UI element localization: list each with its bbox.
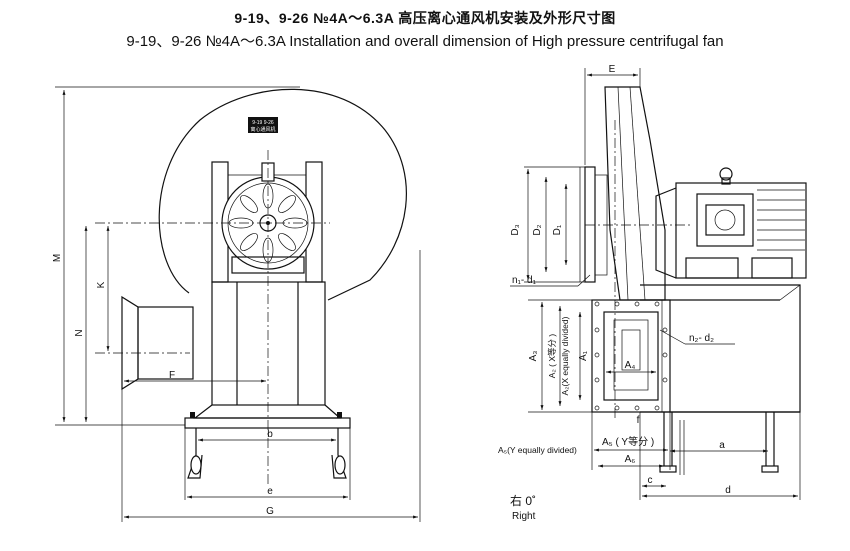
inlet-flange <box>584 166 596 283</box>
volute-casing <box>158 88 407 301</box>
motor-fins <box>757 189 805 251</box>
dim-D2: D₂ <box>532 224 543 235</box>
side-view: E D₃ D₂ D₁ n₁- d₁ n₂- d₂ A₃ A₂ ( X等分 ) A… <box>498 64 807 522</box>
motor-eyebolt <box>719 167 733 181</box>
dim-A5: A₅ ( Y等分 ) <box>602 435 654 448</box>
outlet-flange <box>121 295 139 391</box>
flange-bolt-holes <box>594 301 668 411</box>
dim-A4: A₄ <box>625 360 636 371</box>
side-pedestal <box>640 284 801 413</box>
dim-d: d <box>725 485 731 496</box>
dim-e: e <box>267 486 273 497</box>
orientation-label-cn: 右 0˚ <box>510 493 536 508</box>
housing-side <box>604 86 666 301</box>
dim-K: K <box>96 281 107 288</box>
label-n2-d2: n₂- d₂ <box>689 333 714 344</box>
foot-right <box>331 428 347 479</box>
dim-N: N <box>74 329 85 336</box>
front-view: 9-19 9-26 离心通风机 <box>52 86 421 522</box>
dim-F: F <box>169 370 175 381</box>
label-n1-d1: n₁- d₁ <box>512 275 537 286</box>
dim-D3: D₃ <box>510 224 521 235</box>
dim-A3: A₃ <box>528 351 539 362</box>
dim-a: a <box>719 440 725 451</box>
nameplate-line2: 离心通风机 <box>250 126 275 133</box>
dim-b: b <box>267 429 273 440</box>
title-chinese: 9-19、9-26 №4A～6.3A 高压离心通风机安装及外形尺寸图 <box>234 10 616 26</box>
nameplate <box>248 117 278 133</box>
outlet-duct <box>137 306 194 380</box>
dim-D1: D₁ <box>552 224 563 235</box>
dim-A5-english: A₅(Y equally divided) <box>498 445 577 455</box>
dim-A2-english: A₂(X equally divided) <box>560 316 570 395</box>
dim-G: G <box>266 506 274 517</box>
orientation-label-en: Right <box>512 511 536 522</box>
outlet-flange-face <box>591 299 671 413</box>
title-english: 9-19、9-26 №4A～6.3A Installation and over… <box>126 33 724 50</box>
nameplate-line1: 9-19 9-26 <box>252 120 274 126</box>
base-plate <box>184 417 351 429</box>
dim-A2: A₂ ( X等分 ) <box>547 334 557 379</box>
dim-c: c <box>648 475 653 486</box>
dim-M: M <box>52 254 63 262</box>
motor-body <box>675 182 807 279</box>
dim-A6: A₆ <box>625 454 636 465</box>
dim-E: E <box>609 64 616 75</box>
dim-f: f <box>637 415 640 426</box>
pedestal <box>211 281 326 406</box>
dim-A1: A₁ <box>578 350 589 361</box>
